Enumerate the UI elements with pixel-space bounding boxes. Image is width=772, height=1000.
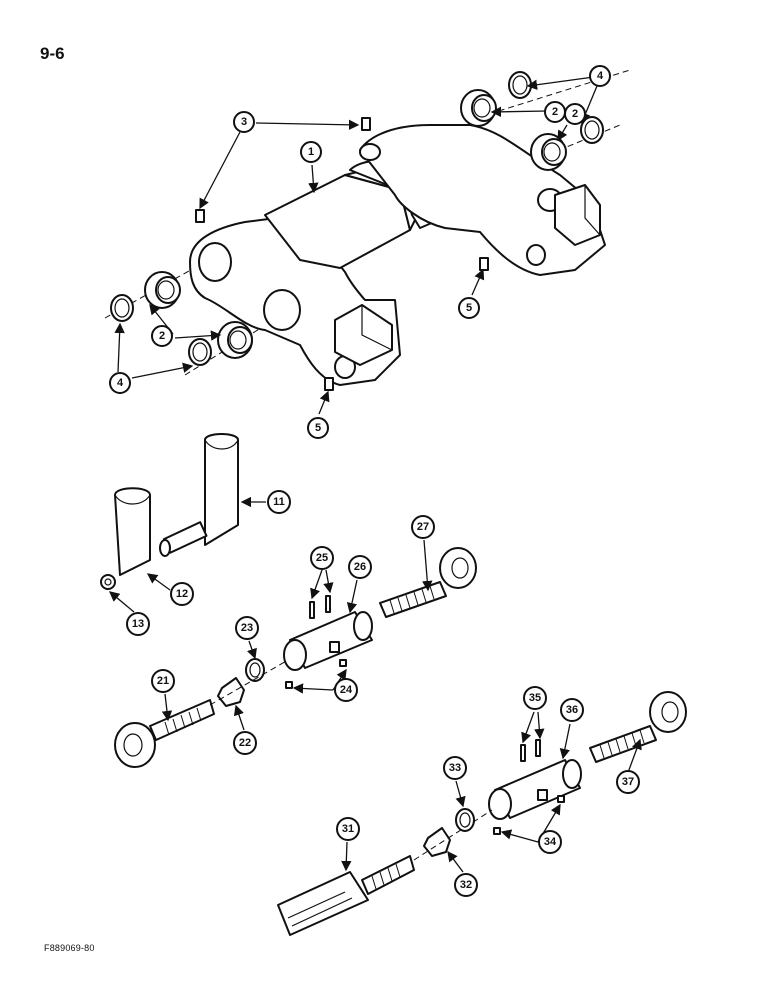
lift-link-assembly-upper	[114, 547, 477, 768]
svg-text:4: 4	[117, 377, 124, 389]
callout-bubbles: 1 2 2 2 2 3 4 4 5 5 11 12 13 21 22 23 24…	[109, 65, 640, 897]
callout-26: 26	[348, 555, 372, 579]
callout-5: 5	[307, 417, 329, 439]
svg-text:12: 12	[176, 588, 188, 600]
svg-text:5: 5	[466, 302, 472, 314]
callout-2: 2	[544, 101, 566, 123]
bushing-left-upper	[144, 271, 181, 309]
figure-code: F889069-80	[44, 943, 95, 953]
callout-33: 33	[443, 756, 467, 780]
svg-text:33: 33	[449, 762, 461, 774]
snap-ring-right-lower	[580, 116, 604, 144]
svg-text:35: 35	[529, 692, 541, 704]
callout-11: 11	[267, 490, 291, 514]
callout-25: 25	[310, 546, 334, 570]
callout-2: 2	[151, 325, 173, 347]
callout-5: 5	[458, 297, 480, 319]
svg-text:1: 1	[308, 146, 314, 158]
bushing-right-lower	[530, 133, 567, 171]
svg-text:26: 26	[354, 561, 366, 573]
callout-13: 13	[126, 612, 150, 636]
svg-text:21: 21	[157, 675, 169, 687]
svg-text:2: 2	[552, 106, 558, 118]
svg-text:27: 27	[417, 521, 429, 533]
callout-37: 37	[616, 770, 640, 794]
svg-text:31: 31	[342, 823, 354, 835]
callout-3: 3	[233, 111, 255, 133]
snap-ring-left-upper	[110, 294, 134, 322]
callout-27: 27	[411, 515, 435, 539]
callout-32: 32	[454, 873, 478, 897]
svg-text:2: 2	[572, 108, 578, 120]
lift-link-assembly-lower	[277, 691, 687, 936]
callout-24: 24	[334, 678, 358, 702]
svg-text:24: 24	[340, 684, 353, 696]
callout-21: 21	[151, 669, 175, 693]
grease-fitting	[195, 117, 489, 391]
page-number: 9-6	[40, 44, 65, 63]
svg-text:3: 3	[241, 116, 247, 128]
callout-36: 36	[560, 698, 584, 722]
snap-ring-right-upper	[508, 71, 532, 99]
svg-text:5: 5	[315, 422, 321, 434]
svg-text:4: 4	[597, 70, 604, 82]
svg-text:13: 13	[132, 618, 144, 630]
svg-text:34: 34	[544, 836, 557, 848]
callout-4: 4	[109, 372, 131, 394]
svg-text:22: 22	[239, 737, 251, 749]
svg-text:25: 25	[316, 552, 328, 564]
callout-2: 2	[564, 103, 586, 125]
svg-text:23: 23	[241, 622, 253, 634]
rocker-arm-assembly	[104, 69, 631, 391]
callout-23: 23	[235, 616, 259, 640]
bracket-assembly	[100, 433, 239, 590]
svg-text:11: 11	[273, 496, 285, 508]
callout-12: 12	[170, 582, 194, 606]
bushing-left-lower	[217, 321, 253, 359]
svg-text:36: 36	[566, 704, 578, 716]
callout-34: 34	[538, 830, 562, 854]
callout-31: 31	[336, 817, 360, 841]
svg-text:32: 32	[460, 879, 472, 891]
callout-1: 1	[300, 141, 322, 163]
snap-ring-left-lower	[188, 338, 212, 366]
svg-text:2: 2	[159, 330, 165, 342]
callout-35: 35	[523, 686, 547, 710]
svg-text:37: 37	[622, 776, 634, 788]
callout-4: 4	[589, 65, 611, 87]
bushing-right-upper	[460, 89, 497, 127]
callout-22: 22	[233, 731, 257, 755]
